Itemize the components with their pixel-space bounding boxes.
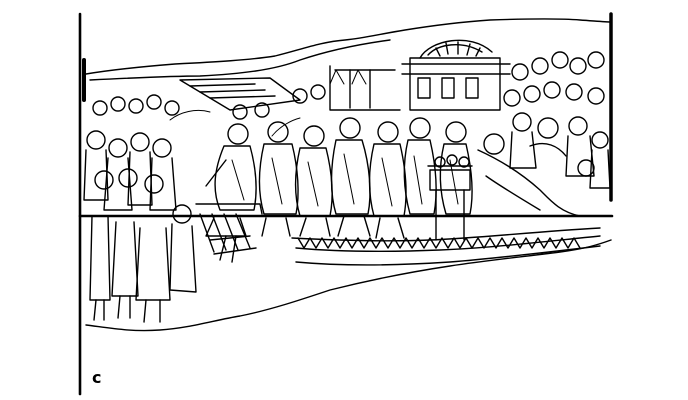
relief-bottom-outline bbox=[85, 239, 612, 332]
relief-top-outline bbox=[85, 18, 612, 75]
relief-top-outline-inner bbox=[89, 39, 391, 81]
panel-label: c bbox=[92, 368, 102, 387]
figures-right-group bbox=[509, 112, 611, 189]
ground-band bbox=[291, 227, 601, 266]
altar-scene bbox=[427, 117, 581, 241]
background-crowd bbox=[92, 51, 605, 120]
building-structure bbox=[329, 39, 511, 111]
cart-wheels bbox=[195, 203, 263, 255]
awning-structure bbox=[179, 77, 301, 111]
figures-central-procession bbox=[205, 117, 473, 263]
drapery-details bbox=[169, 69, 459, 207]
figures-left-group bbox=[83, 130, 197, 323]
